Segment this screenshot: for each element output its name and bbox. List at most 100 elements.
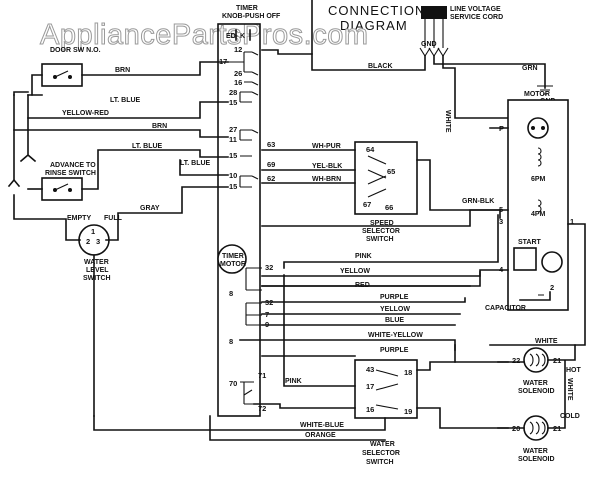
wire-label-ltblue3: LT. BLUE xyxy=(180,160,211,167)
svg-text:SELECTOR: SELECTOR xyxy=(362,228,400,235)
svg-text:10: 10 xyxy=(229,171,237,180)
water-level-switch: EMPTY FULL 2 3 1 WATER LEVEL SWITCH xyxy=(67,215,123,282)
svg-text:TIMER: TIMER xyxy=(222,253,244,260)
wire-label-ltblue2: LT. BLUE xyxy=(132,143,163,150)
svg-text:WATER: WATER xyxy=(523,448,548,455)
wire-label-white-right: WHITE xyxy=(535,338,558,345)
wire-label-black: BLACK xyxy=(368,63,393,70)
svg-text:16: 16 xyxy=(234,78,242,87)
wire-label-white-right-vert: WHITE xyxy=(566,378,573,401)
wire-label-white-blue: WHITE-BLUE xyxy=(300,422,344,429)
svg-text:8: 8 xyxy=(229,337,233,346)
wire-label-blue: BLUE xyxy=(385,317,404,324)
wire-label-brn1: BRN xyxy=(115,67,130,74)
water-selector-switch: 43 18 17 16 19 WATER SELECTOR SWITCH xyxy=(354,359,418,466)
term-62: 62 xyxy=(267,174,275,183)
svg-text:66: 66 xyxy=(385,203,393,212)
svg-text:15: 15 xyxy=(229,151,237,160)
svg-text:43: 43 xyxy=(366,365,374,374)
wire-label-gray: GRAY xyxy=(140,205,160,212)
wire-label-ltblue1: LT. BLUE xyxy=(110,97,141,104)
timer-title-2: KNOB-PUSH OFF xyxy=(222,13,281,20)
svg-text:SWITCH: SWITCH xyxy=(366,236,394,243)
svg-text:28: 28 xyxy=(229,88,237,97)
advance-to-rinse-switch: ADVANCE TO RINSE SWITCH xyxy=(41,162,96,201)
svg-text:SPEED: SPEED xyxy=(370,220,394,227)
door-switch: DOOR SW N.O. xyxy=(41,47,101,87)
svg-text:6PM: 6PM xyxy=(531,176,546,183)
svg-text:71: 71 xyxy=(258,371,266,380)
drive-motor: MOTOR P 6PM 4PM 5 3 1 START 4 2 xyxy=(499,91,574,311)
svg-text:19: 19 xyxy=(404,407,412,416)
svg-text:EMPTY: EMPTY xyxy=(67,215,91,222)
wire-label-yellow2: YELLOW xyxy=(380,306,410,313)
gnd-cord-label: GND xyxy=(421,41,437,48)
svg-text:64: 64 xyxy=(366,145,375,154)
svg-text:SWITCH: SWITCH xyxy=(83,275,111,282)
solenoid-wiring xyxy=(497,344,576,429)
wire-label-grn-blk: GRN-BLK xyxy=(462,198,494,205)
svg-text:FULL: FULL xyxy=(104,215,123,222)
wire-label-pink2: PINK xyxy=(285,378,302,385)
timer-motor: TIMER MOTOR xyxy=(217,244,247,274)
svg-text:17: 17 xyxy=(366,382,374,391)
speed-wiring xyxy=(261,149,501,219)
wire-label-yel-blk: YEL-BLK xyxy=(312,163,342,170)
svg-text:GRN: GRN xyxy=(522,65,538,72)
term-69: 69 xyxy=(267,160,275,169)
timer-terminals: 12 17 26 16 28 15 27 11 15 10 15 xyxy=(219,45,242,191)
svg-text:8: 8 xyxy=(229,289,233,298)
svg-text:2: 2 xyxy=(550,283,554,292)
svg-text:32: 32 xyxy=(265,263,273,272)
svg-text:SWITCH: SWITCH xyxy=(366,459,394,466)
term-63: 63 xyxy=(267,140,275,149)
svg-text:HOT: HOT xyxy=(566,367,582,374)
middle-harness xyxy=(239,214,499,351)
wire-label-pink1: PINK xyxy=(355,253,372,260)
timer-title-1: TIMER xyxy=(236,5,258,12)
service-cord-plug-icon xyxy=(419,6,449,58)
svg-text:27: 27 xyxy=(229,125,237,134)
svg-text:18: 18 xyxy=(404,368,412,377)
svg-text:26: 26 xyxy=(234,69,242,78)
watermark-text: AppliancePartsPros.com xyxy=(40,19,369,51)
svg-text:2: 2 xyxy=(86,237,90,246)
svg-text:1: 1 xyxy=(570,217,574,226)
svg-text:1: 1 xyxy=(91,227,95,236)
svg-text:12: 12 xyxy=(234,45,242,54)
wire-label-yellow1: YELLOW xyxy=(340,268,370,275)
ground-symbol-icon: GRN GND xyxy=(522,65,556,105)
speed-selector-switch: 64 65 67 66 SPEED SELECTOR SWITCH xyxy=(354,141,418,243)
cold-water-solenoid: 20 21 COLD WATER SOLENOID xyxy=(512,413,580,463)
svg-text:SELECTOR: SELECTOR xyxy=(362,450,400,457)
wire-label-white-yellow: WHITE-YELLOW xyxy=(368,332,423,339)
timer-lower-contacts xyxy=(240,267,262,405)
svg-text:MOTOR: MOTOR xyxy=(220,261,246,268)
title-connection: CONNECTION xyxy=(328,3,425,18)
svg-text:WATER: WATER xyxy=(84,259,109,266)
wire-label-wh-brn: WH-BRN xyxy=(312,176,341,183)
svg-text:70: 70 xyxy=(229,379,237,388)
title-diagram: DIAGRAM xyxy=(340,18,408,33)
svg-text:ADVANCE TO: ADVANCE TO xyxy=(50,162,96,169)
svg-text:4PM: 4PM xyxy=(531,211,546,218)
svg-text:15: 15 xyxy=(229,182,237,191)
svg-text:WATER: WATER xyxy=(523,380,548,387)
timer-internal-contacts xyxy=(228,51,259,188)
capacitor-label: CAPACITOR xyxy=(485,305,526,312)
svg-text:15: 15 xyxy=(229,98,237,107)
svg-text:65: 65 xyxy=(387,167,395,176)
wire-label-orange: ORANGE xyxy=(305,432,336,439)
svg-text:22: 22 xyxy=(512,356,520,365)
svg-text:11: 11 xyxy=(229,135,237,144)
lower-wiring xyxy=(93,274,509,441)
svg-text:DOOR SW N.O.: DOOR SW N.O. xyxy=(50,47,101,54)
wire-label-yellow-red: YELLOW-RED xyxy=(62,110,109,117)
svg-text:3: 3 xyxy=(499,217,503,226)
svg-text:START: START xyxy=(518,239,542,246)
svg-text:LEVEL: LEVEL xyxy=(86,267,109,274)
wire-label-red: RED xyxy=(355,282,370,289)
timer-outline xyxy=(217,23,261,417)
